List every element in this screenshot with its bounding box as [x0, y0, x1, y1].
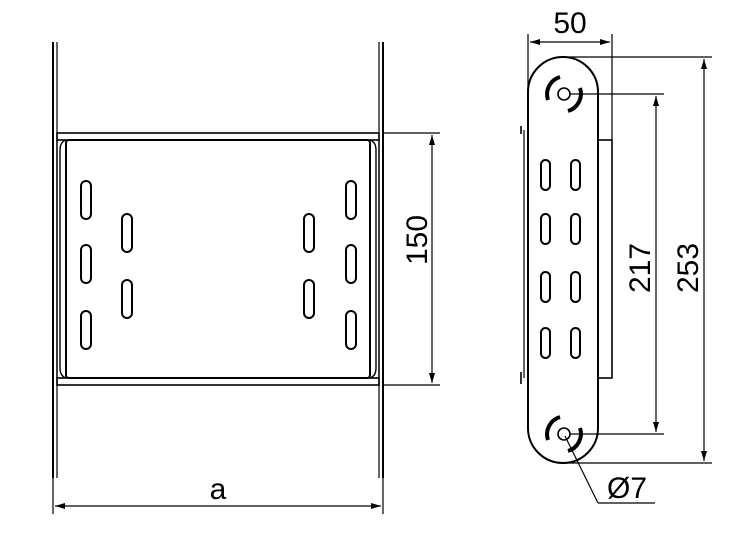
slot	[345, 244, 357, 284]
front-view	[52, 42, 384, 478]
leader-line	[564, 435, 599, 504]
hole-pitch-dimension	[570, 93, 664, 435]
slot	[303, 213, 315, 253]
slot	[540, 159, 551, 191]
slot	[80, 180, 92, 220]
connector-plate	[65, 139, 371, 379]
depth-dimension	[527, 34, 613, 140]
slot	[80, 310, 92, 350]
side-plate-outline	[527, 56, 599, 464]
overall-length-label: 253	[672, 243, 705, 293]
slot	[540, 327, 551, 359]
side-view	[520, 56, 613, 464]
hole-diameter-label: Ø7	[607, 472, 647, 505]
side-flange	[597, 139, 613, 379]
slot	[345, 310, 357, 350]
slot	[540, 213, 551, 245]
slot	[303, 279, 315, 319]
left-bend	[56, 139, 67, 379]
top-flange	[56, 132, 380, 141]
slot	[121, 279, 133, 319]
hole-pitch-label: 217	[624, 243, 657, 293]
height-label: 150	[401, 215, 434, 265]
slot	[80, 244, 92, 284]
hole-diameter-leader	[564, 435, 655, 504]
depth-label: 50	[553, 7, 586, 40]
slot	[570, 213, 581, 245]
slot	[570, 159, 581, 191]
slot	[570, 271, 581, 303]
overall-length-dimension	[564, 56, 712, 464]
slot	[121, 213, 133, 253]
slot	[345, 180, 357, 220]
bottom-flange	[56, 377, 380, 386]
slot	[570, 327, 581, 359]
height-dimension	[383, 132, 440, 386]
width-label: a	[210, 473, 227, 506]
right-bend	[369, 139, 380, 379]
width-dimension	[52, 478, 384, 514]
slot	[540, 271, 551, 303]
